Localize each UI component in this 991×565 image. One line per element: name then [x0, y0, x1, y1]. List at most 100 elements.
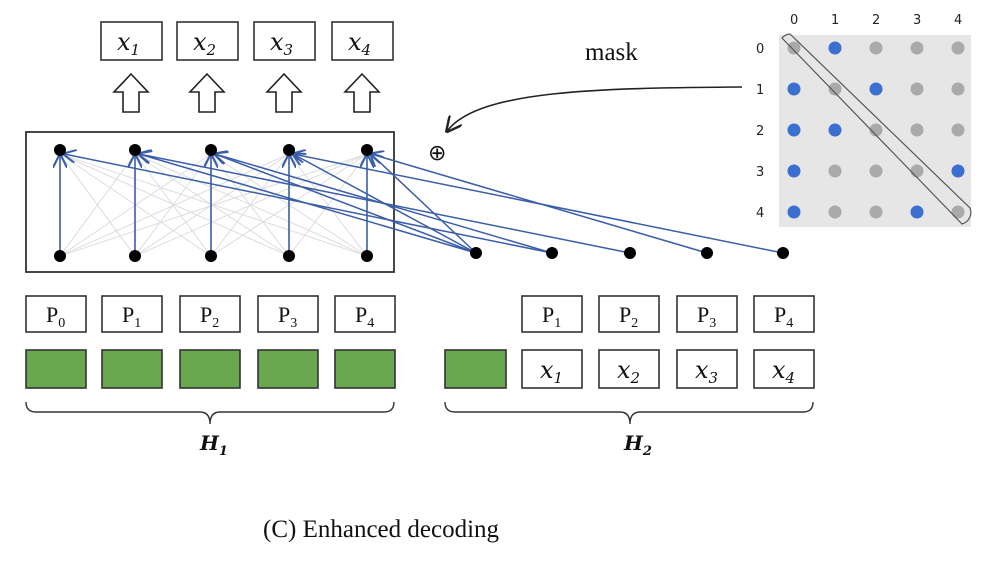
visible-cell	[828, 123, 842, 137]
h2-node	[546, 247, 558, 259]
output-box	[331, 21, 394, 61]
h2-token-box	[521, 349, 583, 389]
output-token-box: x2	[176, 21, 239, 61]
h1-position-box	[25, 295, 87, 333]
masked-cell	[828, 82, 842, 96]
cross-edge	[371, 154, 708, 254]
h2-label: H2	[623, 431, 652, 459]
matrix-row-label: 0	[756, 42, 764, 57]
bottom-node	[54, 250, 66, 262]
faint-edge	[59, 153, 290, 257]
h1-brace	[25, 401, 395, 425]
h2-node	[701, 247, 713, 259]
masked-cell	[951, 41, 965, 55]
cross-edge	[371, 154, 477, 254]
matrix-row-label: 3	[756, 165, 764, 180]
cross-edge	[215, 154, 477, 254]
masked-cell	[787, 41, 801, 55]
masked-cell	[869, 164, 883, 178]
nodes	[54, 144, 789, 262]
masked-cell	[951, 82, 965, 96]
mask-arrow	[448, 86, 743, 130]
h2-position-box	[521, 295, 583, 333]
h1-position-label: P4	[355, 302, 374, 331]
h2-hidden-block	[444, 349, 507, 389]
visible-cell	[828, 41, 842, 55]
bottom-node	[205, 250, 217, 262]
attention-edges	[60, 154, 784, 256]
matrix-col-label: 4	[954, 13, 962, 28]
faint-edges	[59, 153, 368, 257]
masked-cell	[951, 123, 965, 137]
h1-position-box	[257, 295, 319, 333]
h1-hidden-block	[179, 349, 241, 389]
h2-position-box	[676, 295, 738, 333]
masked-cell	[910, 82, 924, 96]
mask-label: mask	[585, 39, 638, 66]
diagonal-outline	[781, 33, 972, 225]
h2-token-box	[753, 349, 815, 389]
matrix-col-label: 2	[872, 13, 880, 28]
visible-cell	[787, 164, 801, 178]
h2-brace	[444, 401, 814, 425]
matrix-col-label: 0	[790, 13, 798, 28]
top-node	[205, 144, 217, 156]
masked-cell	[951, 205, 965, 219]
h2-position-label: P4	[774, 302, 793, 331]
h1-hidden-block	[25, 349, 87, 389]
output-tokens: x1 x2 x3 x4	[100, 21, 394, 61]
matrix-row-label: 2	[756, 124, 764, 139]
h2-token-box	[676, 349, 738, 389]
output-token-box: x4	[331, 21, 394, 61]
up-arrow-icon	[343, 72, 381, 113]
bottom-node	[129, 250, 141, 262]
h1-hidden-block	[334, 349, 396, 389]
masked-cell	[910, 41, 924, 55]
matrix-col-label: 1	[831, 13, 839, 28]
top-node	[129, 144, 141, 156]
h2-position-label: P1	[542, 302, 561, 331]
h1-position-label: P0	[46, 302, 65, 331]
h2-token-label: x4	[772, 356, 795, 387]
h1-position-box	[101, 295, 163, 333]
h1-position-label: P1	[122, 302, 141, 331]
h2-position-label: P2	[619, 302, 638, 331]
add-operator: ⊕	[428, 141, 446, 166]
output-label: x1	[117, 28, 140, 59]
top-node	[361, 144, 373, 156]
output-box	[176, 21, 239, 61]
h2-position-box	[753, 295, 815, 333]
visible-cell	[951, 164, 965, 178]
visible-cell	[787, 123, 801, 137]
masked-cell	[828, 205, 842, 219]
h2-position-box	[598, 295, 660, 333]
matrix-col-label: 3	[913, 13, 921, 28]
h1-position-label: P2	[200, 302, 219, 331]
masked-cell	[869, 123, 883, 137]
output-box	[253, 21, 316, 61]
h1-hidden-block	[101, 349, 163, 389]
faint-edge	[288, 153, 368, 257]
up-arrow-icon	[112, 72, 150, 113]
up-arrow-icon	[265, 72, 303, 113]
top-node	[283, 144, 295, 156]
masked-cell	[828, 164, 842, 178]
h1-position-label: P3	[278, 302, 297, 331]
output-token-box: x3	[253, 21, 316, 61]
faint-edge	[134, 153, 368, 257]
h2-node	[624, 247, 636, 259]
bottom-node	[283, 250, 295, 262]
h2-node	[470, 247, 482, 259]
h1-label: H1	[199, 431, 228, 459]
output-label: x4	[348, 28, 371, 59]
top-node	[54, 144, 66, 156]
cross-edge	[139, 154, 477, 254]
h2-token-label: x2	[617, 356, 640, 387]
masked-cell	[910, 123, 924, 137]
output-token-box: x1	[100, 21, 163, 61]
h2-token-label: x1	[540, 356, 563, 387]
h1-position-box	[334, 295, 396, 333]
masked-cell	[910, 164, 924, 178]
